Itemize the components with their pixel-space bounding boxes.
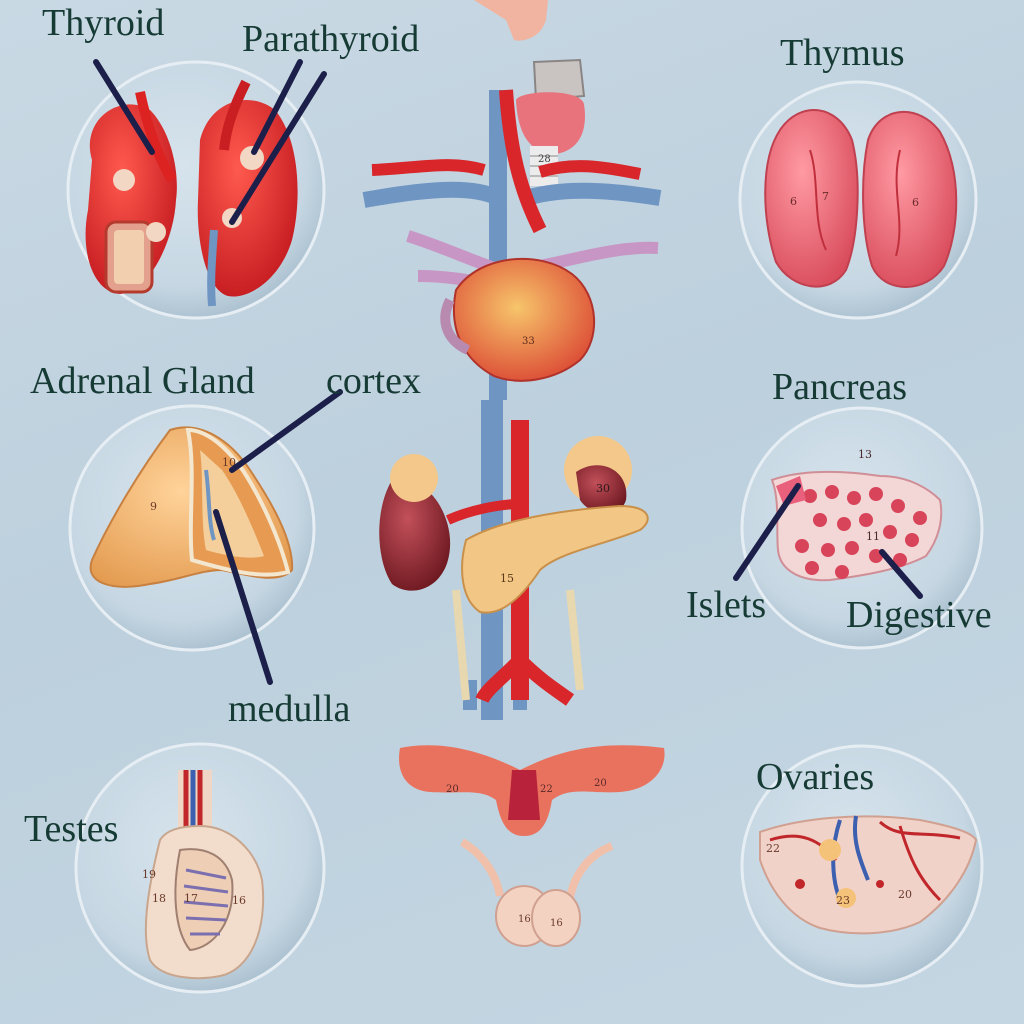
islets-label: Islets xyxy=(686,584,767,626)
model-number: 16 xyxy=(550,918,563,929)
model-number: 33 xyxy=(522,336,535,347)
cortex-label: cortex xyxy=(326,360,421,402)
central-organ-model: 28 30 15 20 22 20 xyxy=(362,0,665,947)
islets-leader-line xyxy=(733,483,801,581)
leader-lines xyxy=(93,59,923,685)
ovary-number: 20 xyxy=(898,888,912,901)
testis-number: 16 xyxy=(232,894,246,907)
model-number: 22 xyxy=(540,784,553,795)
adrenal-model: 10 9 xyxy=(89,426,294,588)
thymus-number: 6 xyxy=(912,196,919,209)
medulla-leader-line xyxy=(213,509,273,685)
model-number: 30 xyxy=(596,482,610,495)
adrenal-number: 9 xyxy=(150,500,157,513)
medulla-label: medulla xyxy=(228,688,351,730)
cortex-leader-line xyxy=(229,389,343,473)
thyroid-leader-line xyxy=(93,59,155,155)
adrenal-number: 10 xyxy=(222,456,236,469)
testes-label: Testes xyxy=(24,808,119,850)
pancreas-label: Pancreas xyxy=(772,366,908,408)
parathyroid-leader-line xyxy=(229,71,327,225)
pancreas-number: 11 xyxy=(866,530,880,543)
testis-number: 19 xyxy=(142,868,156,881)
digestive-leader-line xyxy=(879,549,923,599)
testis-number: 18 xyxy=(152,892,166,905)
parathyroid-label: Parathyroid xyxy=(242,18,420,60)
ovary-number: 22 xyxy=(766,842,780,855)
model-number: 28 xyxy=(538,154,551,165)
pancreas-model: 13 11 xyxy=(770,448,943,582)
adrenal-gland-label: Adrenal Gland xyxy=(30,360,255,402)
thymus-number: 6 xyxy=(790,195,797,208)
model-number: 20 xyxy=(446,784,459,795)
thymus-model: 6 7 6 xyxy=(764,108,958,288)
model-number: 20 xyxy=(594,778,607,789)
testis-model: 19 18 17 16 xyxy=(142,770,265,980)
thymus-label: Thymus xyxy=(780,32,905,74)
thyroid-label: Thyroid xyxy=(42,2,165,44)
ovary-number: 23 xyxy=(836,894,850,907)
thyroid-model xyxy=(85,79,298,307)
ovary-model: 22 20 23 xyxy=(759,815,978,935)
parathyroid-leader-line xyxy=(251,59,303,155)
model-number: 15 xyxy=(500,572,514,585)
digestive-label: Digestive xyxy=(846,594,992,636)
thymus-number: 7 xyxy=(822,190,829,203)
model-number: 16 xyxy=(518,914,531,925)
pancreas-number: 13 xyxy=(858,448,872,461)
ovaries-label: Ovaries xyxy=(756,756,875,798)
testis-number: 17 xyxy=(184,892,198,905)
